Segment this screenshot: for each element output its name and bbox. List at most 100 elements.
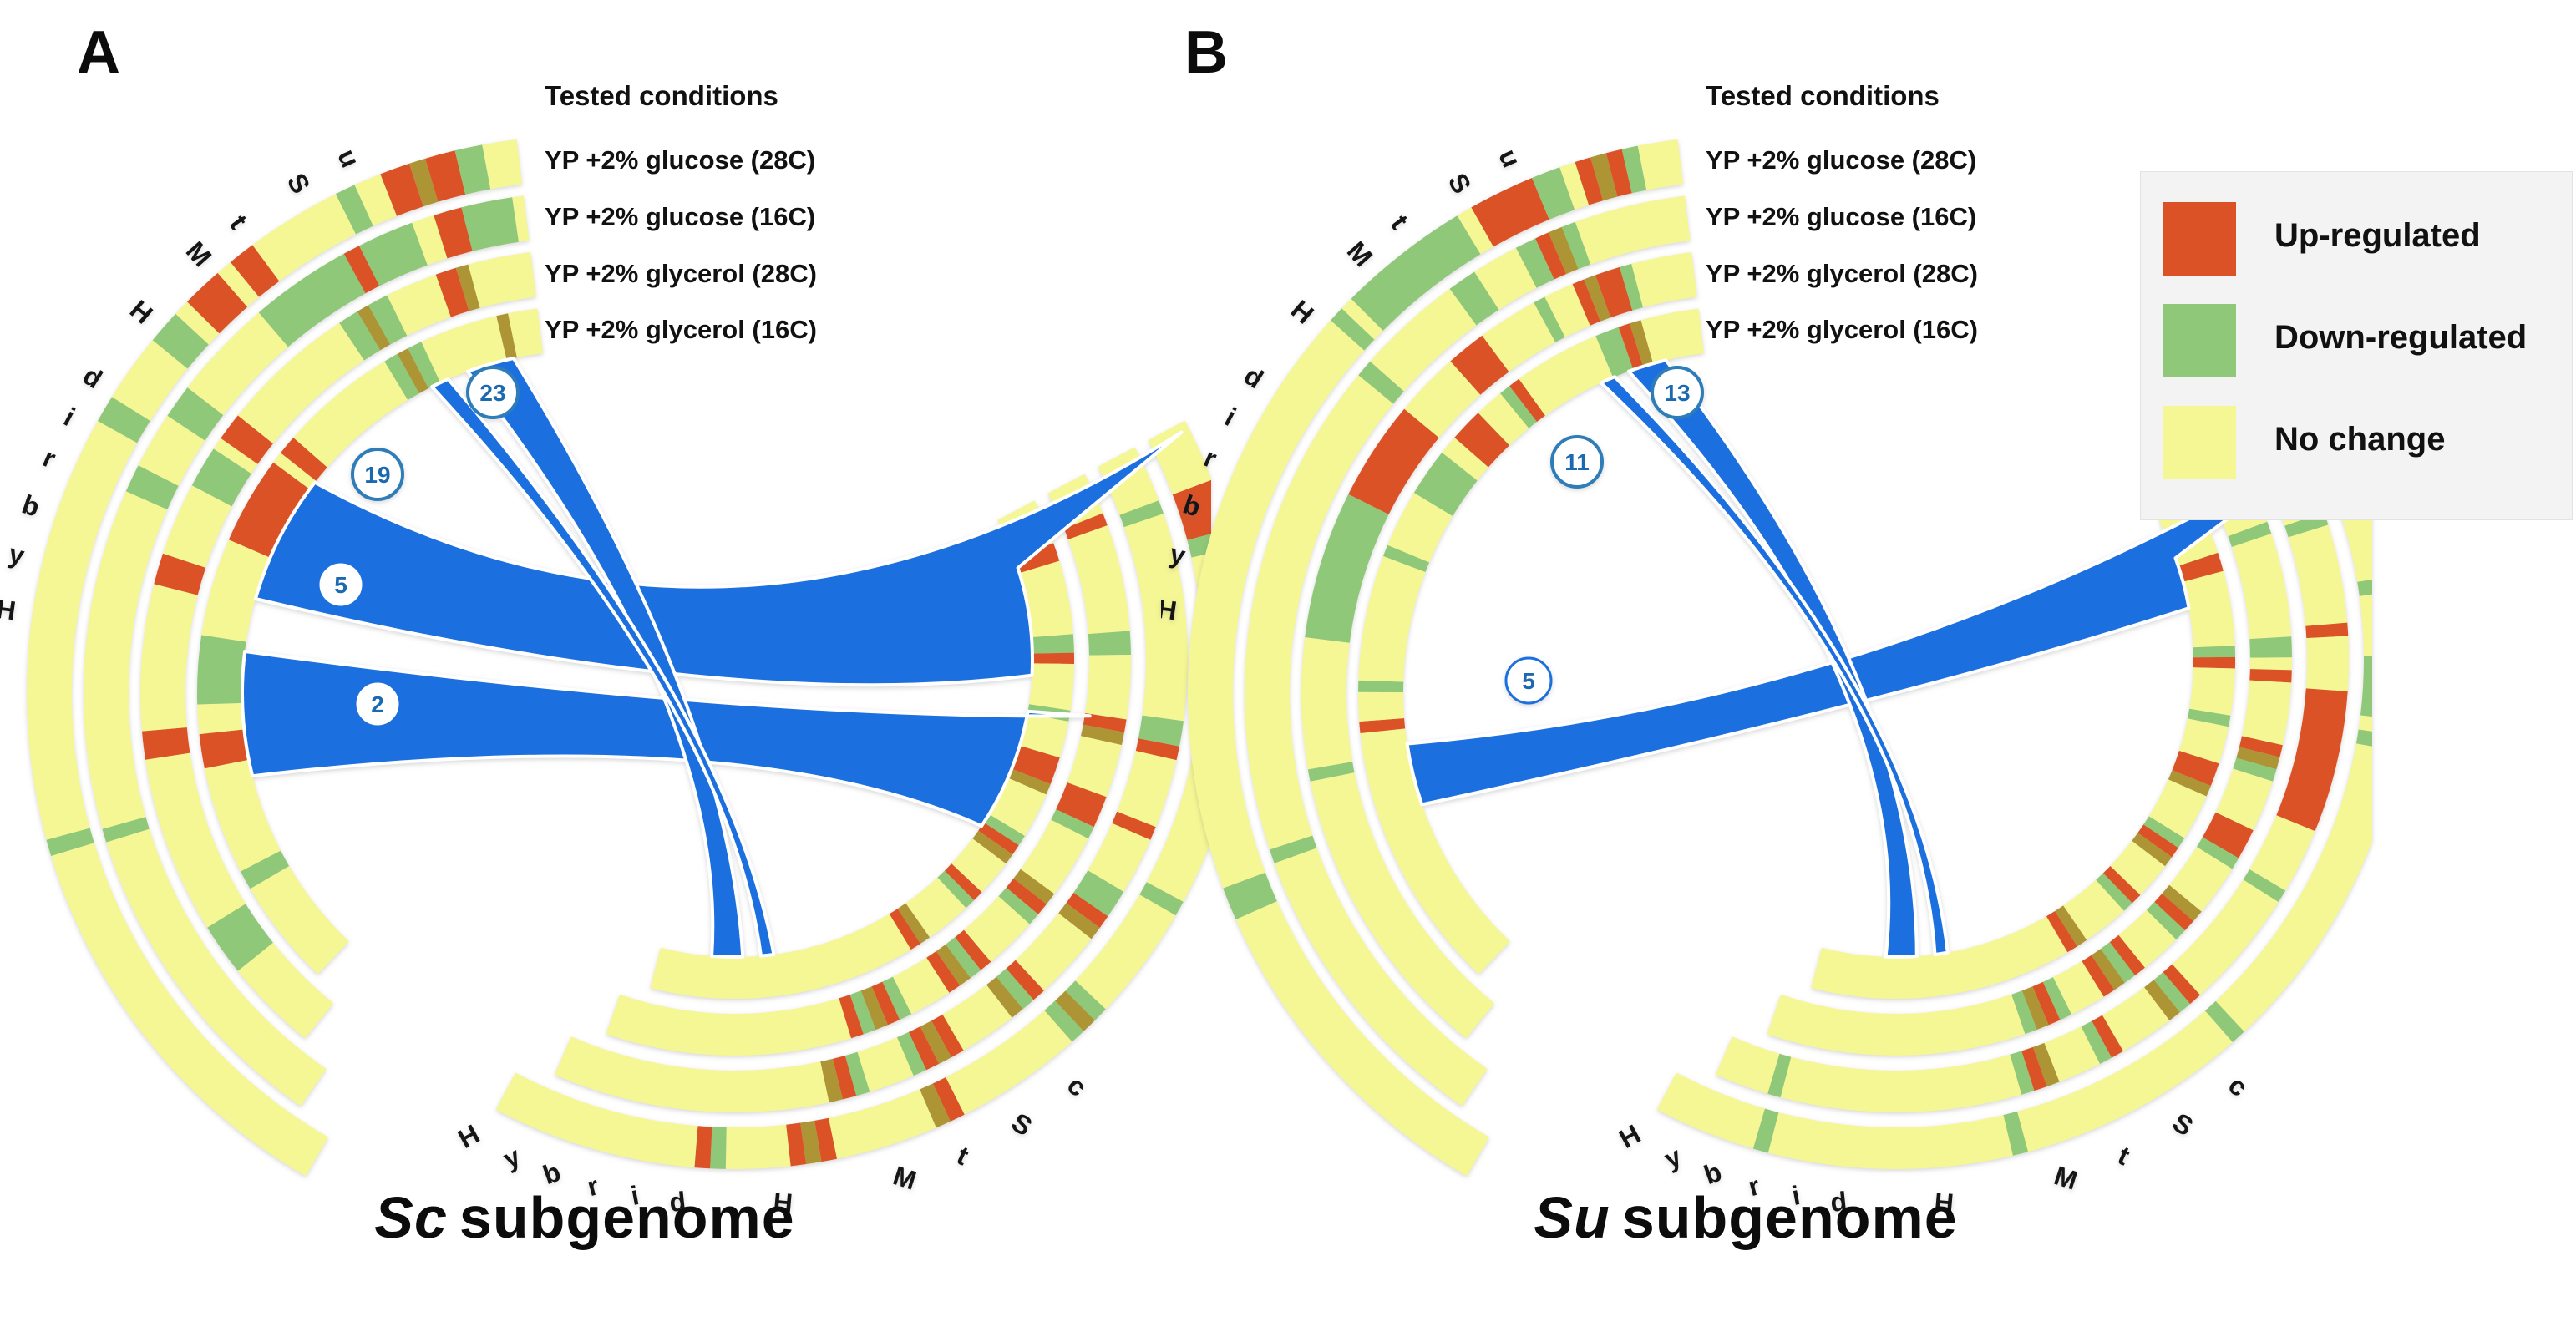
expression-segment [354,174,398,226]
expression-segment [2044,1026,2100,1082]
expression-segment [1117,751,1177,828]
expression-segment [951,838,1007,893]
expression-segment [196,635,246,705]
expression-segment [1383,544,1430,572]
arc-label-letter: S [281,168,317,198]
expression-segment [1032,652,1075,664]
expression-segment [1146,553,1211,902]
condition-label: YP +2% glycerol (28C) [545,259,817,288]
expression-segment [2193,656,2236,669]
expression-segment [2172,751,2219,786]
arc-label-letter: c [2223,1070,2253,1102]
expression-segment [1065,980,1106,1020]
expression-segment [833,1056,857,1100]
expression-segment [140,584,198,732]
expression-segment [421,316,507,383]
expression-segment [461,197,519,251]
expression-segment [1618,323,1644,370]
expression-segment [871,981,900,1026]
caption-italic-part: Su [1534,1185,1610,1250]
expression-segment [1360,728,1510,975]
expression-segment [1387,493,1453,563]
expression-segment [1098,447,1159,515]
expression-segment [606,994,851,1056]
expression-segment [2100,942,2135,983]
expression-segment [1534,296,1565,342]
expression-segment [468,252,536,308]
expression-segment [2355,729,2372,747]
legend-label: Down-regulated [2274,319,2528,356]
expression-segment [1767,1112,2013,1170]
expression-segment [1358,361,1404,404]
upper-track-3 [196,308,543,975]
expression-segment [2110,840,2165,895]
arc-label-letter: i [59,402,80,432]
expression-segment [1575,195,1691,265]
expression-segment [1590,153,1618,201]
ribbon-count-badge: 13 [1651,366,1704,419]
arc-label-letter: M [180,235,218,272]
expression-segment [2146,902,2185,940]
expression-segment [2183,570,2235,648]
expression-segment [2137,824,2178,858]
expression-segment [2046,911,2077,953]
expression-segment [1811,916,2068,1000]
expression-segment [2153,972,2191,1013]
expression-segment [1085,655,1132,720]
expression-segment [1454,413,1509,468]
expression-segment [2249,669,2292,683]
arc-label-letter: H [453,1118,484,1154]
condition-label: YP +2% glucose (28C) [545,145,816,175]
badge-circle [1504,656,1553,705]
expression-segment [1301,637,1353,770]
expression-segment [1548,226,1579,275]
expression-segment [1575,157,1604,205]
badge-count: 23 [479,380,505,406]
expression-segment [814,1117,837,1162]
legend-label: Up-regulated [2274,217,2481,254]
expression-segment [1509,378,1545,422]
expression-segment [387,274,451,336]
expression-segment [2092,1015,2123,1058]
expression-segment [800,1120,822,1164]
expression-segment [2202,812,2254,858]
expression-segment [512,195,530,242]
expression-segment [1535,232,1567,280]
expression-segment [228,462,310,558]
expression-segment [2215,743,2372,1032]
expression-segment [2011,990,2037,1035]
arc-label-letter: r [1199,443,1221,474]
expression-segment [380,163,423,216]
expression-segment [2193,646,2235,658]
ortholog-ribbon [1599,375,1950,956]
expression-segment [2102,866,2141,904]
expression-segment [2288,524,2348,626]
expression-segment [1044,1000,1084,1042]
expression-segment [820,1058,843,1103]
expression-segment [1014,543,1060,574]
expression-segment [1188,320,1365,889]
expression-segment [920,1083,951,1128]
expression-segment [1029,663,1074,711]
expression-segment [2305,636,2350,691]
expression-segment [2021,1046,2047,1091]
expression-segment [882,976,912,1020]
expression-segment [1559,162,1590,210]
arc-label-letter: d [1239,360,1269,394]
expression-segment [2169,847,2233,912]
expression-segment [142,727,190,760]
expression-segment [2359,594,2372,656]
expression-segment [163,485,232,568]
expression-segment [1187,534,1211,558]
caption-rest-part: subgenome [459,1185,795,1250]
expression-segment [1088,823,1151,892]
expression-segment [217,261,260,307]
expression-segment [1471,178,1549,247]
expression-segment [412,215,448,266]
expression-segment [230,245,280,297]
expression-segment [187,272,248,334]
expression-segment [2154,894,2193,931]
arc-label-letter: y [1660,1141,1686,1174]
expression-segment [786,1122,807,1167]
